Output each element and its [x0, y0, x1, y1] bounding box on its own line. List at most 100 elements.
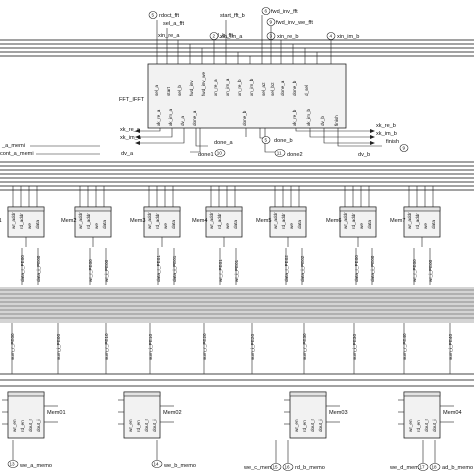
- signal-label: wr_i_PE00: [428, 259, 433, 282]
- svg-text:we_a_memo: we_a_memo: [19, 463, 52, 469]
- svg-text:xn_im_b: xn_im_b: [249, 78, 254, 96]
- svg-text:sel_a2: sel_a2: [261, 82, 266, 96]
- input-rdoct-fft[interactable]: 5 rdoct_fft: [148, 11, 180, 20]
- mem-port: wr_en: [128, 419, 133, 432]
- svg-text:_a_memi: _a_memi: [1, 143, 25, 149]
- svg-text:rdoct_fft: rdoct_fft: [159, 13, 180, 19]
- input-xin-re-b[interactable]: 3 xin_re_b: [266, 32, 298, 41]
- svg-text:rd_b_memo: rd_b_memo: [295, 465, 325, 471]
- mem-block-label: Mem3: [130, 218, 146, 224]
- fft-block-label: FFT_IFFT: [119, 97, 145, 103]
- mem-port: wr_en: [408, 419, 413, 432]
- mem-port: wr_en: [12, 419, 17, 432]
- input-start-fft-b[interactable]: start_fft_b: [220, 13, 245, 19]
- out-done2[interactable]: 11 done2: [274, 149, 303, 159]
- svg-text:finish: finish: [386, 139, 399, 145]
- input-sel-a-fft[interactable]: sel_a_fft: [163, 21, 184, 27]
- mem-port: we: [94, 223, 99, 229]
- mem-port: rd_en: [136, 420, 141, 432]
- band-wires: [0, 289, 474, 319]
- fft-ifft-block[interactable]: FFT_IFFT sel_a start sel_b fwd_inv fwd_i…: [119, 63, 347, 129]
- mem-port: dout_r: [144, 419, 149, 432]
- svg-text:6: 6: [265, 9, 268, 14]
- out-ad-b-memo[interactable]: 18 ad_b_memo: [429, 463, 473, 472]
- input-sel-b-fft[interactable]: sel_b_fft: [212, 33, 233, 39]
- mem-port: rd_en: [20, 420, 25, 432]
- input-xin-re-a[interactable]: xin_re_a: [158, 33, 180, 39]
- mem-port: rd_addr: [351, 213, 356, 229]
- mem-block-label: Mem5: [256, 218, 272, 224]
- svg-text:xk_re_b: xk_re_b: [292, 109, 297, 126]
- svg-text:done_a: done_a: [280, 80, 285, 96]
- lower-bus-lines: [0, 373, 474, 387]
- mem-port: we: [225, 223, 230, 229]
- mem-block-label: Mem6: [326, 218, 342, 224]
- svg-text:we_c_memo: we_c_memo: [243, 465, 276, 471]
- out-rd-b-memo[interactable]: 16 rd_b_memo: [282, 463, 325, 472]
- signal-label: sum_i_PE40: [448, 334, 453, 360]
- out-finish[interactable]: finish 9: [386, 139, 409, 152]
- input-xin-im-a[interactable]: 2 xin_im_a: [209, 32, 243, 41]
- mem-block-label: Mem03: [329, 410, 348, 416]
- svg-text:fwd_inv_we_fft: fwd_inv_we_fft: [276, 20, 313, 26]
- mem-port: rd_addr: [281, 213, 286, 229]
- out-we-b-memo[interactable]: 14 we_b_memo: [151, 460, 196, 470]
- svg-text:2: 2: [213, 34, 216, 39]
- signal-label: sum_r_PE30: [302, 333, 307, 360]
- svg-text:dv_b: dv_b: [320, 116, 325, 126]
- mem-port: wr_addr: [147, 212, 152, 229]
- svg-text:18: 18: [432, 465, 438, 470]
- svg-text:sel_a: sel_a: [154, 85, 159, 96]
- left-labels: _a_memi cont_a_memi: [0, 143, 100, 157]
- input-fwd-inv-we-fft[interactable]: 9 fwd_inv_we_fft: [266, 18, 313, 27]
- mem-port: data: [297, 220, 302, 229]
- mem-port: dout_r: [28, 419, 33, 432]
- mem-block-label: Mem01: [47, 410, 66, 416]
- mem-port: dout_r: [310, 419, 315, 432]
- mem-port: wr_addr: [407, 212, 412, 229]
- signal-label: wr_i_PE01: [234, 259, 239, 282]
- signal-label: sum_i_PE20: [250, 334, 255, 360]
- mem-port: we: [163, 223, 168, 229]
- mem-port: rd_addr: [19, 213, 24, 229]
- mem-port: dout_i: [432, 419, 437, 432]
- out-xk-re-a: xk_re_a: [120, 127, 141, 133]
- fft-out-ports: xk_re_a xk_im_a dv_a done_a done_b xk_re…: [156, 108, 339, 126]
- bus-band: [0, 287, 474, 323]
- out-done-b[interactable]: 5 done_b: [261, 136, 293, 145]
- input-fwd-inv-fft[interactable]: 6 fwd_inv_fft: [261, 7, 298, 16]
- svg-text:done1: done1: [198, 152, 214, 158]
- svg-text:dv_a: dv_a: [180, 116, 185, 126]
- signal-label: sum_r_PE40: [402, 333, 407, 360]
- fft-in-ports: sel_a start sel_b fwd_inv fwd_inv_we xn_…: [154, 72, 309, 96]
- signal-label: data_i_PE00: [370, 255, 375, 282]
- out-done1[interactable]: 10 done1: [198, 149, 226, 159]
- signal-label: data_i_PE02: [300, 255, 305, 282]
- svg-text:13: 13: [10, 462, 16, 467]
- signal-label: sum_i_PE30: [352, 334, 357, 360]
- input-xin-im-b[interactable]: 4 xin_im_b: [326, 32, 359, 41]
- out-we-c-memo[interactable]: we_c_memo 15: [243, 463, 282, 472]
- out-we-a-memo[interactable]: 13 we_a_memo: [7, 460, 52, 470]
- svg-text:4: 4: [330, 34, 333, 39]
- fft-input-wires: [156, 15, 332, 64]
- signal-label: sum_r_PE20: [202, 333, 207, 360]
- svg-text:we_b_memo: we_b_memo: [163, 463, 196, 469]
- svg-text:xk_im_b: xk_im_b: [306, 108, 311, 126]
- mem-port: wr_addr: [343, 212, 348, 229]
- svg-text:9: 9: [270, 20, 273, 25]
- out-we-d-memo[interactable]: we_d_memo 17: [389, 463, 429, 472]
